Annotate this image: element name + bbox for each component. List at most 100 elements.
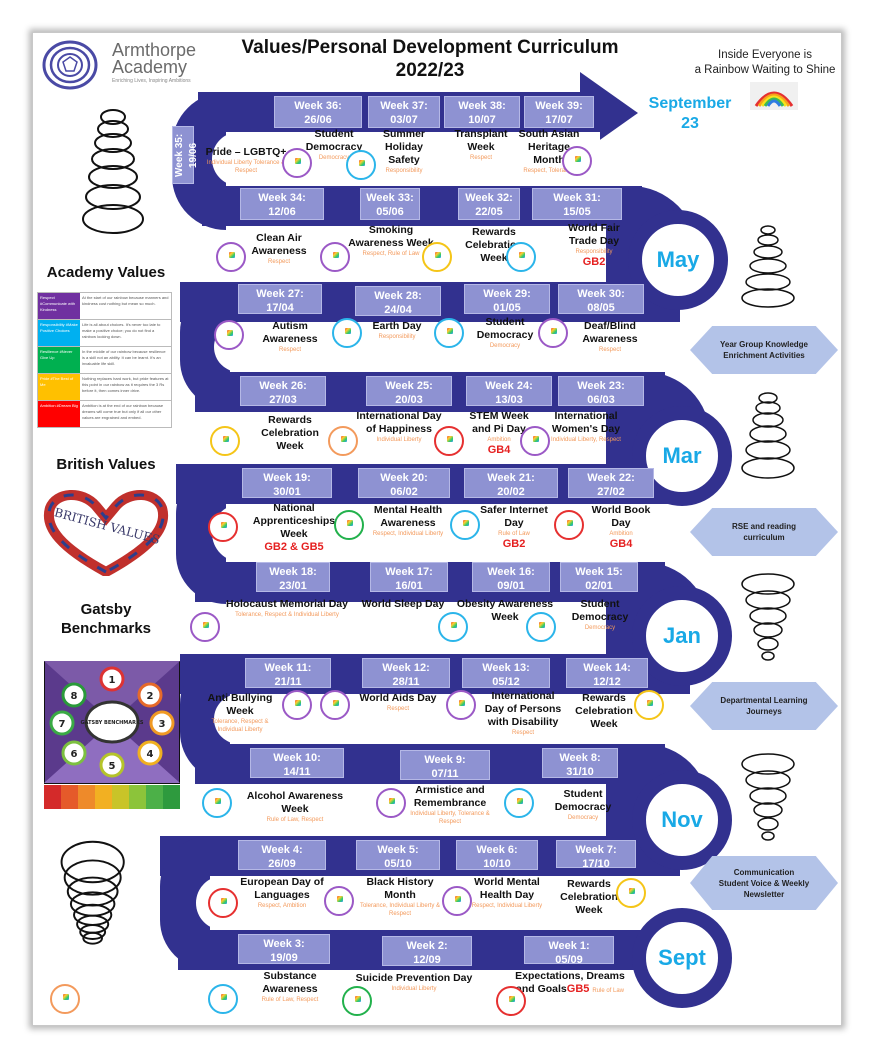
ambition-badge-icon <box>434 426 464 456</box>
event-title: World Fair Trade Day <box>568 222 620 247</box>
gatsby-heading: Gatsby Benchmarks <box>38 600 174 638</box>
event-title: Student Democracy <box>476 316 534 341</box>
month-marker-sept: Sept <box>632 908 732 1008</box>
week-box-2: Week 2: 12/09 <box>382 936 472 966</box>
event-title: Rewards Celebration Week <box>560 878 618 916</box>
event-week-35: Pride – LGBTQ+Individual Liberty Toleran… <box>196 146 296 175</box>
gatsby-heading-line2: Benchmarks <box>60 620 152 637</box>
event-title: Rewards Celebration Week <box>575 692 633 730</box>
respect-badge-icon <box>520 426 550 456</box>
event-title: Holocaust Memorial Day <box>226 598 348 610</box>
responsibility-badge-icon <box>506 242 536 272</box>
academy-values-heading: Academy Values <box>46 264 166 281</box>
week-box-15: Week 15: 02/01 <box>560 562 638 592</box>
week-box-1: Week 1: 05/09 <box>524 936 614 966</box>
event-title: Student Democracy <box>571 598 629 623</box>
pride-badge-icon <box>634 690 664 720</box>
spiral-icon <box>741 225 795 308</box>
week-box-32: Week 32: 22/05 <box>458 188 520 220</box>
event-values: Individual Liberty, Respect <box>551 437 621 443</box>
event-week-26: Rewards Celebration Week <box>248 414 332 453</box>
spiral-icon <box>741 392 795 479</box>
event-values: Tolerance, Individual Liberty & Respect <box>359 903 441 917</box>
week-box-27: Week 27: 17/04 <box>238 284 322 314</box>
event-values: Democracy <box>567 815 599 821</box>
gatsby-center-text: GATSBY BENCHMARKS <box>81 720 144 726</box>
respect-badge-icon <box>282 690 312 720</box>
school-name-line2: Academy <box>112 57 188 77</box>
event-title: National Apprenticeships Week <box>252 502 336 540</box>
week-box-11: Week 11: 21/11 <box>245 658 331 688</box>
event-values: Individual Liberty <box>376 437 422 443</box>
event-title: Mental Health Awareness <box>373 504 443 529</box>
week-box-23: Week 23: 06/03 <box>558 376 644 406</box>
event-values: Democracy <box>489 343 521 349</box>
event-title: Obesity Awareness Week <box>456 598 554 623</box>
badge-icon <box>50 984 80 1014</box>
strand-communication: Communication Student Voice & Weekly New… <box>690 856 838 910</box>
gatsby-number: 1 <box>109 675 116 686</box>
road-lane <box>226 784 606 836</box>
event-week-16: Obesity Awareness Week <box>452 598 558 624</box>
event-title: Student Democracy <box>554 788 612 813</box>
strand-knowledge-enrichment: Year Group Knowledge Enrichment Activiti… <box>690 326 838 374</box>
event-values: Tolerance, Respect & Individual Liberty <box>235 612 339 618</box>
values-badge-icon <box>328 426 358 456</box>
gatsby-benchmark-tag: GB2 <box>502 538 526 550</box>
event-title: Student Democracy <box>305 128 363 153</box>
motto-line2: a Rainbow Waiting to Shine <box>694 64 836 76</box>
end-month-line2: 23 <box>681 115 699 132</box>
event-values: Respect, Individual Liberty <box>471 903 543 909</box>
event-values: Ambition <box>487 437 511 443</box>
value-text: Nothing replaces hard work, but pride fe… <box>80 374 171 400</box>
event-values: Rule of Law, Respect <box>266 817 324 823</box>
event-title: World Mental Health Day <box>474 876 540 901</box>
value-label: Respect #Communicate with Kindness <box>38 293 80 319</box>
motto: Inside Everyone is a Rainbow Waiting to … <box>665 48 865 78</box>
responsibility-badge-icon <box>208 984 238 1014</box>
value-label: Pride #The Best of Me <box>38 374 80 400</box>
ambition-badge-icon <box>554 510 584 540</box>
spiral-icon <box>82 109 144 234</box>
event-title: Earth Day <box>372 320 422 332</box>
event-title: Black History Month <box>366 876 434 901</box>
event-title: Safer Internet Day <box>480 504 548 529</box>
value-text: Life is all about choices. It's never to… <box>80 320 171 346</box>
week-box-33: Week 33: 05/06 <box>360 188 420 220</box>
event-values: Democracy <box>584 625 616 631</box>
event-title: Deaf/Blind Awareness <box>582 320 638 345</box>
week-box-20: Week 20: 06/02 <box>358 468 450 498</box>
week-box-19: Week 19: 30/01 <box>242 468 332 498</box>
road-lane <box>212 132 600 186</box>
event-values: Individual Liberty, Tolerance & Respect <box>410 811 490 825</box>
respect-badge-icon <box>538 318 568 348</box>
title-line1: Values/Personal Development Curriculum <box>241 37 619 58</box>
gatsby-benchmark-tag: GB2 & GB5 <box>264 541 324 553</box>
event-title: European Day of Languages <box>240 876 324 901</box>
gatsby-benchmarks-graphic: 1 2 3 4 5 6 7 8 GATSBY BENCHMARKS <box>44 661 180 809</box>
respect-badge-icon <box>320 242 350 272</box>
week-box-28: Week 28: 24/04 <box>355 286 441 316</box>
value-label: Resilience #Never Give Up <box>38 347 80 373</box>
spiral-icon <box>741 573 795 661</box>
event-title: Armistice and Remembrance <box>413 784 487 809</box>
week-box-21: Week 21: 20/02 <box>464 468 558 498</box>
rainbow-icon <box>750 82 798 110</box>
strand-learning-journeys: Departmental Learning Journeys <box>690 682 838 730</box>
gatsby-number: 4 <box>147 749 154 760</box>
